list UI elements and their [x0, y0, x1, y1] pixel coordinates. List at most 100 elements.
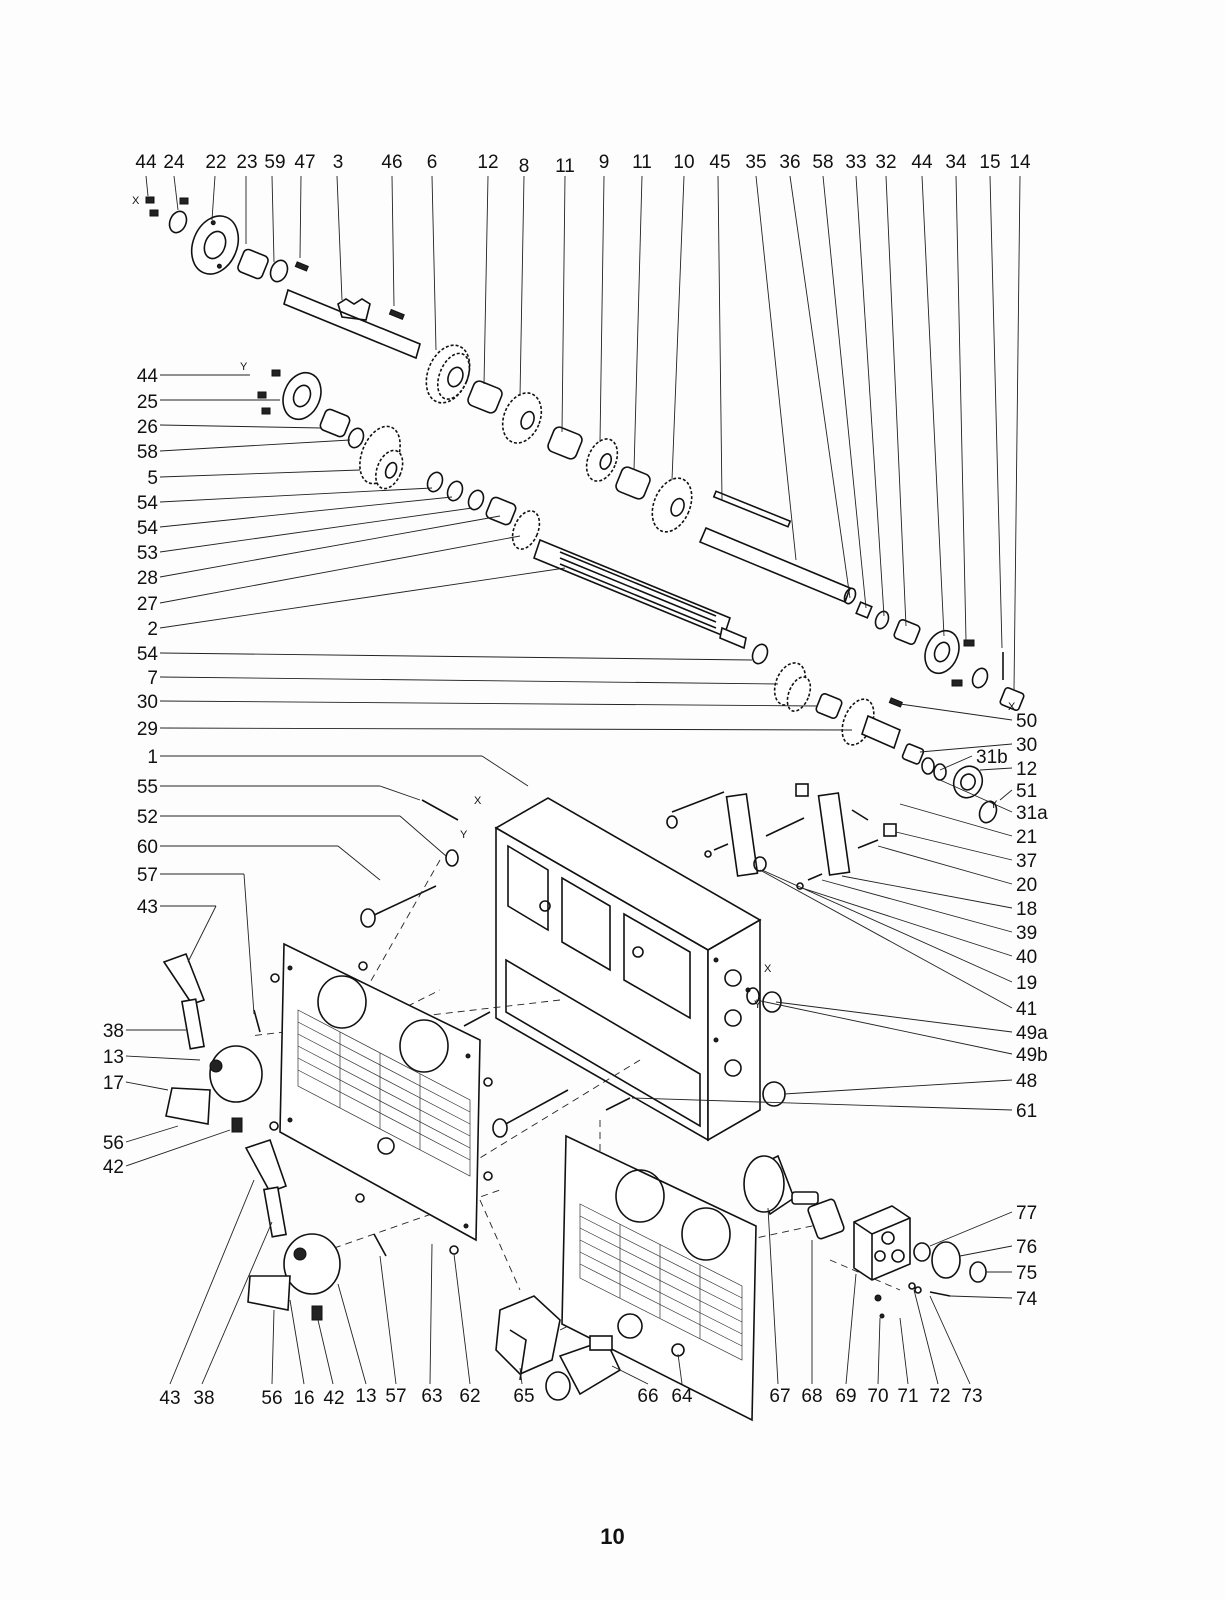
x-mark: X: [132, 195, 140, 207]
callout-13: 13: [103, 1047, 124, 1068]
callout-65: 65: [513, 1386, 534, 1407]
pump-assembly: [743, 1154, 987, 1319]
callout-76: 76: [1016, 1237, 1037, 1258]
callout-18: 18: [1016, 899, 1037, 920]
callout-56: 56: [103, 1133, 124, 1154]
callout-70: 70: [867, 1386, 888, 1407]
callout-58: 58: [137, 442, 158, 463]
callout-66: 66: [637, 1386, 658, 1407]
callout-63: 63: [421, 1386, 442, 1407]
callout-11: 11: [632, 152, 652, 173]
callout-30: 30: [137, 692, 158, 713]
callout-12: 12: [1016, 759, 1037, 780]
left-callouts: 44 25 26 58 5 54 54 53 28 27 2 54 7 30 2…: [103, 366, 159, 1178]
callout-46: 46: [381, 152, 402, 173]
callout-49b: 49b: [1016, 1045, 1048, 1066]
callout-68: 68: [801, 1386, 822, 1407]
callout-7: 7: [147, 668, 158, 689]
housing-fasteners: [360, 783, 897, 1138]
callout-27: 27: [137, 594, 158, 615]
callout-1: 1: [147, 747, 158, 768]
callout-57: 57: [385, 1386, 406, 1407]
callout-14: 14: [1009, 152, 1031, 173]
callout-39: 39: [1016, 923, 1037, 944]
upper-handle-assembly: [162, 952, 263, 1133]
callout-47: 47: [294, 152, 315, 173]
callout-75: 75: [1016, 1263, 1037, 1284]
right-callouts: 50 30 31b 12 51 31a 21 37 20 18 39 40 19…: [976, 711, 1048, 1310]
callout-48: 48: [1016, 1071, 1037, 1092]
x-mark: X: [764, 963, 772, 975]
callout-38: 38: [103, 1021, 124, 1042]
callout-55: 55: [137, 777, 158, 798]
y-mark: Y: [240, 361, 248, 373]
callout-13: 13: [355, 1386, 376, 1407]
callout-42: 42: [103, 1157, 124, 1178]
callout-43: 43: [137, 897, 158, 918]
callout-77: 77: [1016, 1203, 1037, 1224]
callout-32: 32: [875, 152, 896, 173]
callout-17: 17: [103, 1073, 124, 1094]
callout-9: 9: [599, 152, 610, 173]
callout-45: 45: [709, 152, 730, 173]
y-mark: Y: [460, 829, 468, 841]
callout-15: 15: [979, 152, 1000, 173]
x-mark: X: [474, 795, 482, 807]
callout-21: 21: [1016, 827, 1037, 848]
callout-59: 59: [264, 152, 285, 173]
callout-38: 38: [193, 1388, 214, 1409]
callout-20: 20: [1016, 875, 1037, 896]
callout-40: 40: [1016, 947, 1037, 968]
callout-74: 74: [1016, 1289, 1038, 1310]
callout-56: 56: [261, 1388, 282, 1409]
callout-22: 22: [205, 152, 226, 173]
callout-64: 64: [671, 1386, 693, 1407]
xy-reference-marks: X Y X Y X Y X Y: [132, 195, 1016, 1011]
callout-12: 12: [477, 152, 498, 173]
callout-50: 50: [1016, 711, 1037, 732]
callout-8: 8: [519, 156, 530, 177]
lower-handle-assembly: [244, 1138, 387, 1321]
callout-25: 25: [137, 392, 158, 413]
callout-2: 2: [147, 619, 158, 640]
callout-6: 6: [427, 152, 438, 173]
callout-30: 30: [1016, 735, 1037, 756]
callout-10: 10: [673, 152, 694, 173]
callout-36: 36: [779, 152, 800, 173]
upper-shaft-assembly: [145, 196, 1025, 711]
callout-42: 42: [323, 1388, 344, 1409]
callout-69: 69: [835, 1386, 856, 1407]
bottom-callouts: 43 38 56 16 42 13 57 63 62 65 66 64 67 6…: [159, 1386, 982, 1409]
top-callouts: 44 24 22 23 59 47 3 46 6 12 8 11 9 11 10…: [135, 152, 1031, 177]
callout-5: 5: [147, 468, 158, 489]
front-plate-64: [561, 1134, 757, 1422]
callout-26: 26: [137, 417, 158, 438]
callout-29: 29: [137, 719, 158, 740]
callout-19: 19: [1016, 973, 1037, 994]
callout-44: 44: [135, 152, 157, 173]
page-number: 10: [600, 1524, 625, 1549]
callout-61: 61: [1016, 1101, 1037, 1122]
callout-11: 11: [555, 156, 575, 177]
callout-54: 54: [137, 644, 159, 665]
callout-53: 53: [137, 543, 158, 564]
callout-35: 35: [745, 152, 766, 173]
callout-57: 57: [137, 865, 158, 886]
callout-60: 60: [137, 837, 158, 858]
callout-33: 33: [845, 152, 866, 173]
lower-shaft-assembly: [257, 369, 998, 824]
callout-43: 43: [159, 1388, 180, 1409]
callout-51: 51: [1016, 781, 1037, 802]
callout-44: 44: [137, 366, 159, 387]
callout-16: 16: [293, 1388, 314, 1409]
callout-31a: 31a: [1016, 803, 1048, 824]
callout-3: 3: [333, 152, 344, 173]
callout-58: 58: [812, 152, 833, 173]
callout-73: 73: [961, 1386, 982, 1407]
gearbox-housing: [494, 797, 762, 1142]
front-plate-63: [269, 942, 493, 1255]
y-mark: Y: [754, 999, 762, 1011]
callout-28: 28: [137, 568, 158, 589]
y-mark: Y: [990, 799, 998, 811]
